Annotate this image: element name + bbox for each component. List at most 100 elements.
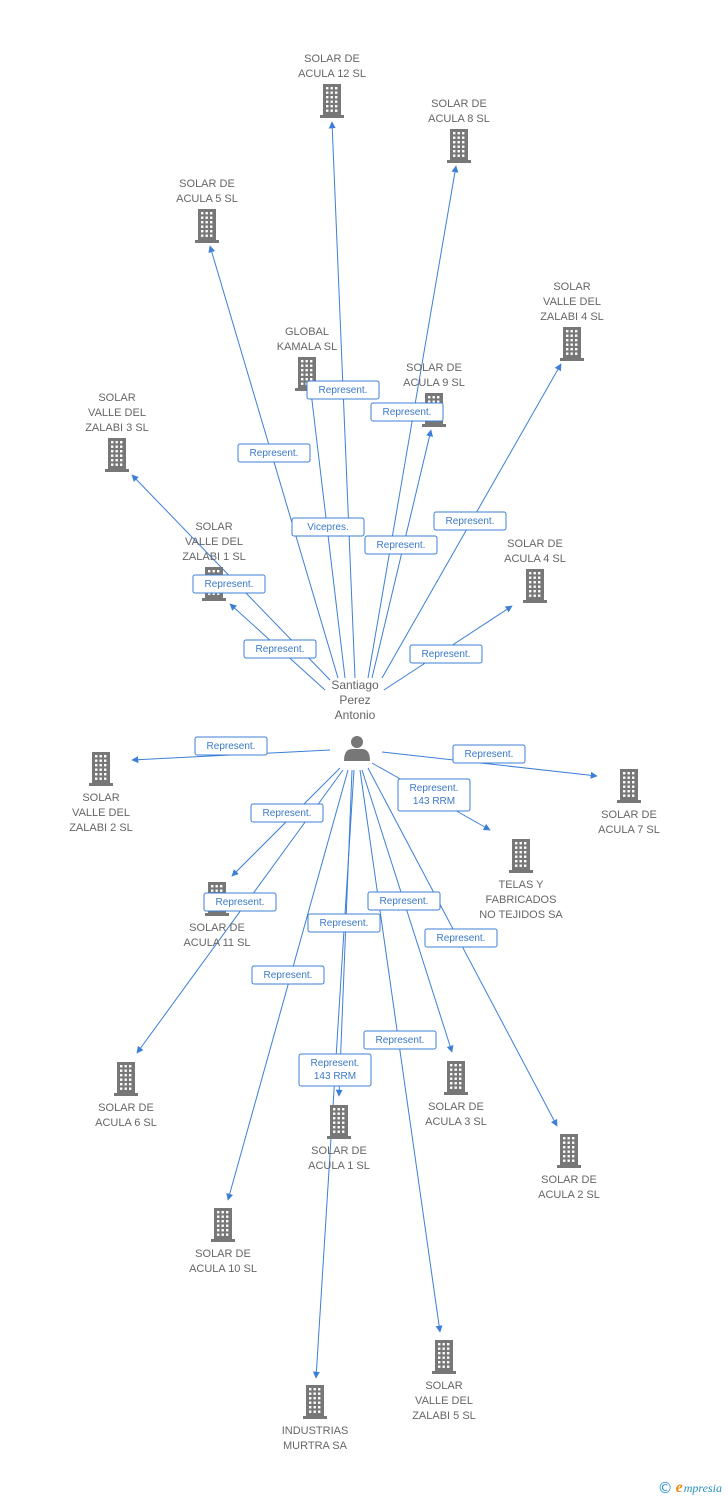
company-name-line: SOLAR (425, 1380, 462, 1392)
edge-label-acula8[interactable]: Represent. (370, 402, 444, 422)
edge-label-zalabi4[interactable]: Represent. (433, 511, 507, 531)
edge-label-text: Represent. (410, 783, 459, 794)
edge-label-box (291, 517, 365, 537)
edge-label-text: Represent. (377, 540, 426, 551)
edge-label-acula12[interactable]: Represent. (306, 380, 380, 400)
company-name-line: VALLE DEL (185, 536, 243, 548)
edge-label-telas[interactable]: Represent. 143 RRM (397, 778, 471, 812)
building-icon (560, 327, 584, 361)
company-name-line: VALLE DEL (72, 807, 130, 819)
edge-label-box (397, 778, 471, 812)
edge-line-acula10 (226, 769, 349, 1201)
person-name-line: Perez (339, 693, 370, 707)
copyright-symbol: © (657, 1479, 673, 1497)
company-name-line: TELAS Y (498, 879, 544, 891)
edge-label-text: Represent. (422, 649, 471, 660)
company-name-line: SOLAR (553, 281, 590, 293)
building-icon (444, 1061, 468, 1095)
company-name-line: VALLE DEL (88, 407, 146, 419)
company-name-line: MURTRA SA (283, 1440, 348, 1452)
edge-line-acula8 (367, 165, 459, 679)
edge-label-acula4[interactable]: Represent. (409, 644, 483, 664)
edge-label-acula2[interactable]: Represent. (424, 928, 498, 948)
edge-label-text: Represent. (256, 644, 305, 655)
building-icon (105, 438, 129, 472)
edge-label-acula7[interactable]: Represent. (452, 744, 526, 764)
edge-label-box (250, 803, 324, 823)
edge-label-text: Represent. (216, 897, 265, 908)
building-icon (432, 1340, 456, 1374)
edge-label-box (409, 644, 483, 664)
edge-label-acula6[interactable]: Represent. (203, 892, 277, 912)
edge-label-acula11[interactable]: Represent. (250, 803, 324, 823)
person-name-line: Santiago (331, 678, 379, 692)
company-name-line: SOLAR DE (601, 809, 657, 821)
edge-label-zalabi5[interactable]: Represent. (363, 1030, 437, 1050)
brand-logo-name: mpresia (683, 1480, 722, 1495)
edge-label-box (194, 736, 268, 756)
edge-label-acula1[interactable]: Represent.143 RRM (298, 1053, 372, 1087)
company-name-line: SOLAR (98, 392, 135, 404)
edge-label-acula9[interactable]: Represent. (364, 535, 438, 555)
company-name-line: NO TEJIDOS SA (479, 909, 563, 921)
company-name-line: KAMALA SL (277, 341, 338, 353)
edge-label-box (370, 402, 444, 422)
company-name-line: SOLAR DE (179, 178, 235, 190)
company-name-line: SOLAR DE (189, 922, 245, 934)
edge-line-zalabi5 (359, 769, 443, 1333)
company-name-line: ACULA 10 SL (189, 1263, 257, 1275)
building-icon (320, 84, 344, 118)
edge-label-acula10[interactable]: Represent. (251, 965, 325, 985)
company-node-zalabi2[interactable]: SOLAR VALLE DEL ZALABI 2 SL (69, 752, 133, 834)
edge-line-acula3 (361, 769, 454, 1053)
company-name-line: ACULA 11 SL (183, 937, 250, 949)
edge-label-box (364, 535, 438, 555)
company-node-acula11[interactable]: SOLAR DE ACULA 11 SL (183, 882, 251, 949)
edge-label-text: 143 RRM (413, 796, 455, 807)
edge-label-kamala[interactable]: Vicepres. (291, 517, 365, 537)
edge-label-acula5[interactable]: Represent. (237, 443, 311, 463)
person-name-line: Antonio (335, 708, 376, 722)
edge-line-acula12 (328, 121, 356, 679)
edge-label-zalabi2[interactable]: Represent. (194, 736, 268, 756)
edge-label-acula3[interactable]: Represent. (367, 891, 441, 911)
company-name-line: SOLAR (82, 792, 119, 804)
edge-label-text: Represent. (446, 516, 495, 527)
edge-label-text: Represent. (380, 896, 429, 907)
building-icon (195, 209, 219, 243)
edge-label-zalabi1[interactable]: Represent. (243, 639, 317, 659)
company-name-line: SOLAR DE (541, 1174, 597, 1186)
company-name-line: SOLAR (195, 521, 232, 533)
company-name-line: ZALABI 2 SL (69, 822, 133, 834)
edge-label-text: Represent. (376, 1035, 425, 1046)
edge-labels-layer: Represent.Represent.Represent.Represent.… (192, 380, 526, 1087)
edge-line-acula1 (335, 769, 353, 1097)
edge-label-text: 143 RRM (314, 1071, 356, 1082)
company-name-line: GLOBAL (285, 326, 329, 338)
building-icon (114, 1062, 138, 1096)
company-name-line: VALLE DEL (415, 1395, 473, 1407)
edge-label-murtra[interactable]: Represent. (307, 913, 381, 933)
company-name-line: SOLAR DE (507, 538, 563, 550)
edge-label-text: Represent. (263, 808, 312, 819)
edge-label-text: Represent. (205, 579, 254, 590)
edge-label-zalabi3[interactable]: Represent. (192, 574, 266, 594)
edge-label-box (367, 891, 441, 911)
edge-label-box (452, 744, 526, 764)
